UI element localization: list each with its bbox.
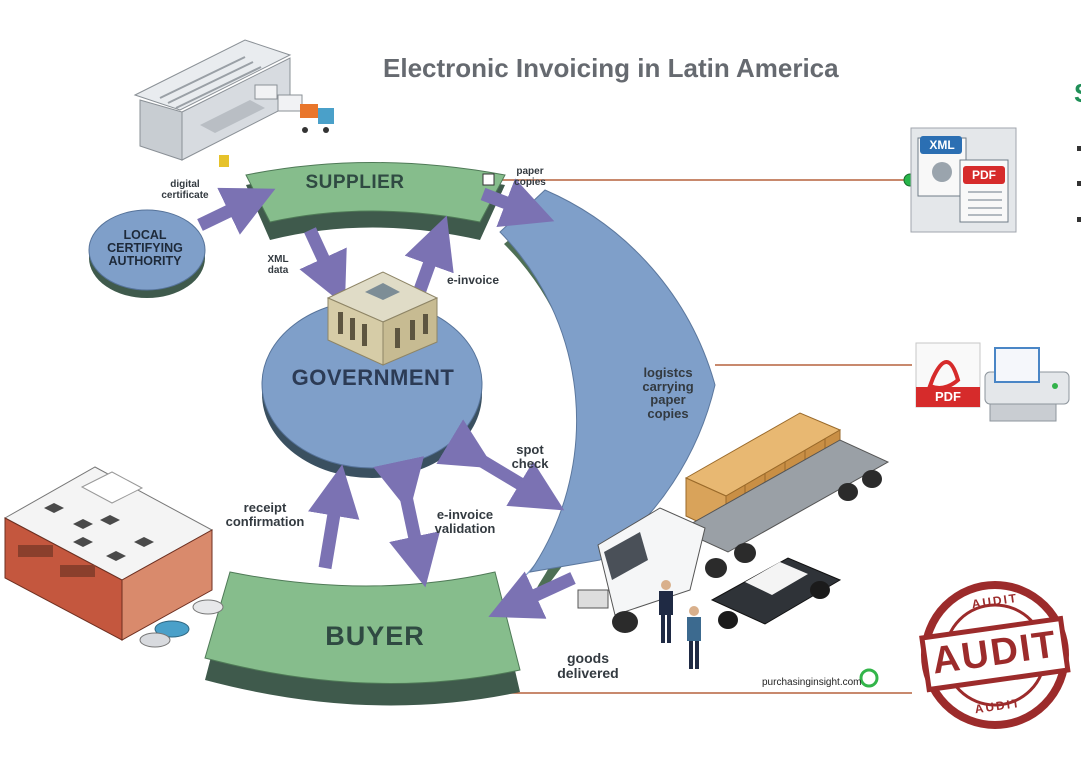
audit-stamp-icon [919,581,1071,729]
xml-pdf-document-icon [910,127,1017,233]
xml-badge-text: XML [929,138,955,152]
authority-disk [88,209,206,298]
arrow-einvoice-validation [373,456,441,588]
paper-copies-label: paper copies [507,166,553,188]
edge-bullet-2 [1077,181,1081,186]
validation-line1: e-invoice [436,507,494,522]
arrow-receipt-confirmation [308,464,360,570]
buyer-label: BUYER [325,621,425,651]
authority-label-line3: AUTHORITY [108,254,182,269]
e-invoice-label: e-invoice [446,273,500,287]
arrow-government-to-supplier-einvoice [404,215,454,293]
xml-data-label: XML data [258,254,298,276]
digital-certificate-line1: digital [170,179,200,190]
pdf-printer-icon [915,342,1070,422]
warehouse-illustration [133,39,334,167]
edge-bullet-1 [1077,146,1081,151]
pdf-printer-badge-text: PDF [935,389,961,404]
government-label: GOVERNMENT [291,365,455,390]
buyer-building-illustration [3,466,224,648]
arrow-supplier-to-government-xml [299,227,347,306]
receipt-line2: confirmation [225,513,305,529]
edge-fragment-text: S [1074,79,1081,107]
digital-certificate-line2: certificate [161,189,209,201]
authority-label: LOCAL CERTIFYING AUTHORITY [90,228,200,269]
government-building-illustration [326,271,439,366]
goods-line1: goods [567,650,609,666]
logistics-line4: copies [647,405,689,421]
edge-bullet-3 [1077,217,1081,222]
paper-copies-marker [482,173,495,186]
xml-data-line2: data [267,264,289,276]
pdf-badge-text: PDF [972,168,996,182]
arrow-authority-to-supplier [197,187,276,235]
e-invoice-validation-label: e-invoice validation [425,508,505,535]
authority-label-line1: LOCAL [123,228,167,242]
arrow-supplier-to-logistics [480,178,555,227]
validation-line2: validation [434,520,496,536]
receipt-confirmation-label: receipt confirmation [210,501,320,528]
paper-copies-line1: paper [516,166,544,177]
arrow-spot-check [436,419,565,511]
goods-line2: delivered [557,664,619,681]
police-officers [659,580,701,669]
spot-check-line2: check [511,455,549,471]
flow-arrows [197,178,576,619]
paper-copies-line2: copies [514,176,546,188]
spot-check-line1: spot [516,442,544,457]
goods-delivered-label: goods delivered [543,651,633,680]
receipt-line1: receipt [243,500,287,515]
credit-text[interactable]: purchasinginsight.com [762,677,862,688]
logistics-line1: logistcs [643,365,693,380]
buyer-band [204,571,521,706]
logistics-line3: paper [650,392,686,408]
supplier-label: SUPPLIER [305,172,405,193]
credit-logo-icon [859,668,879,688]
truck-illustration [577,412,890,669]
digital-certificate-label: digital certificate [150,179,220,201]
logistics-label: logistcs carrying paper copies [628,366,708,421]
logistics-line2: carrying [642,378,694,394]
spot-check-label: spot check [505,443,555,470]
page-title: Electronic Invoicing in Latin America [383,53,839,83]
xml-data-line1: XML [267,254,289,265]
authority-label-line2: CERTIFYING [107,241,183,256]
arrow-goods-to-buyer [488,571,576,619]
